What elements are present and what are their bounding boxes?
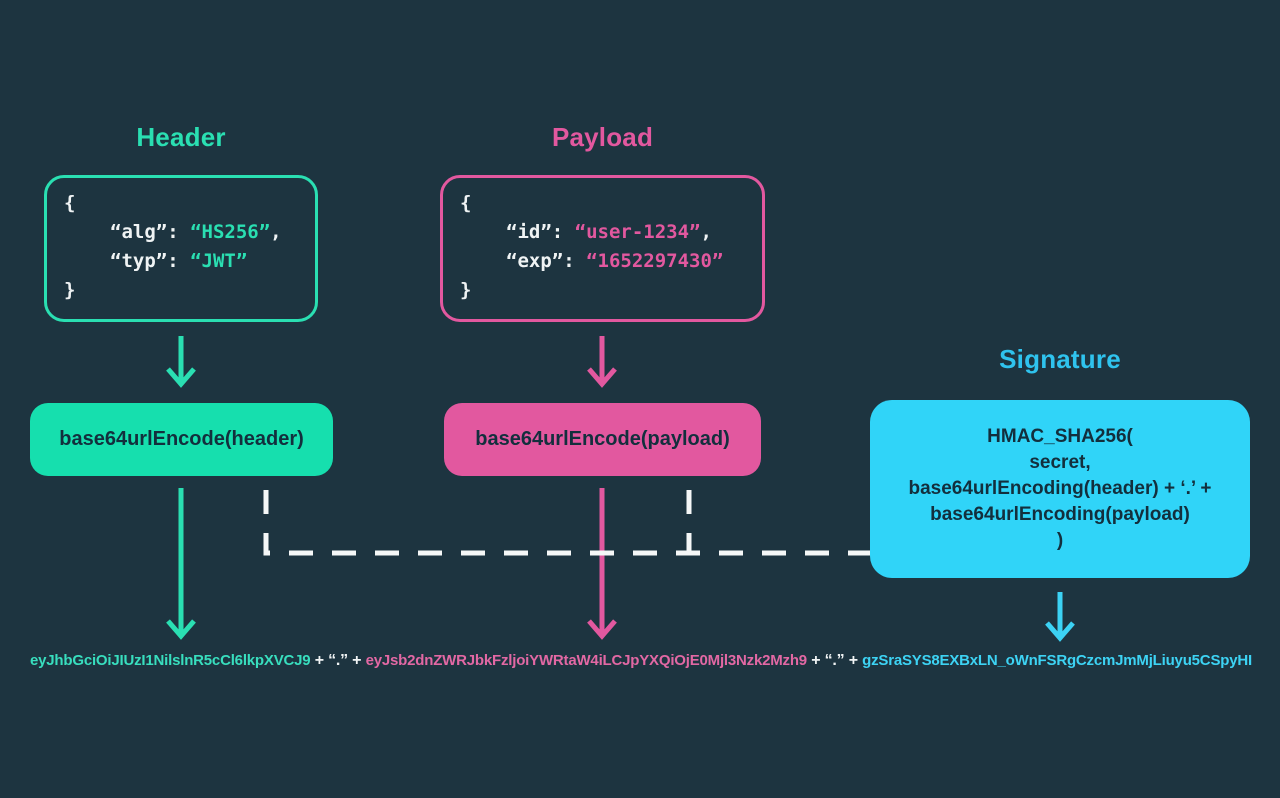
signature-section-title: Signature [999, 344, 1121, 374]
hmac-line-4: base64urlEncoding(payload) [930, 504, 1190, 525]
base64-encode-payload-label: base64urlEncode(payload) [475, 428, 730, 450]
header-section-title: Header [136, 122, 226, 152]
payload-id-line: “id”: “user-1234”, [506, 221, 712, 243]
header-json-box: { “alg”: “HS256”, “typ”: “JWT” } [44, 175, 318, 322]
encoded-jwt-token-row: eyJhbGciOiJIUzI1NilslnR5cCl6lkpXVCJ9 + “… [30, 652, 1252, 670]
token-signature-part: gzSraSYS8EXBxLN_oWnFSRgCzcmJmMjLiuyu5CSp… [862, 652, 1252, 669]
payload-json-box: { “id”: “user-1234”, “exp”: “1652297430”… [440, 175, 765, 322]
signature-arrow-icon [1045, 592, 1075, 642]
header-alg-line: “alg”: “HS256”, [110, 221, 282, 243]
header-open-brace: { [64, 192, 76, 214]
token-payload-part: eyJsb2dnZWRJbkFzljoiYWRtaW4iLCJpYXQiOjE0… [365, 652, 808, 669]
signature-hmac-box: HMAC_SHA256( secret, base64urlEncoding(h… [870, 400, 1250, 578]
payload-to-encode-arrow-icon [587, 336, 617, 388]
hmac-line-5: ) [1056, 530, 1064, 551]
payload-open-brace: { [460, 192, 472, 214]
payload-exp-line: “exp”: “1652297430” [506, 250, 724, 272]
token-header-part: eyJhbGciOiJIUzI1NilslnR5cCl6lkpXVCJ9 [30, 652, 311, 669]
dashed-connector-lines [263, 490, 870, 556]
encoded-header-arrow-icon [166, 488, 196, 640]
header-close-brace: } [64, 279, 76, 301]
hmac-line-1: HMAC_SHA256( [987, 426, 1133, 447]
encoded-payload-arrow-icon [587, 488, 617, 640]
base64-encode-header-box: base64urlEncode(header) [30, 403, 333, 476]
payload-section-title: Payload [551, 122, 654, 152]
hmac-line-2: secret, [1029, 452, 1091, 473]
header-to-encode-arrow-icon [166, 336, 196, 388]
token-dot-separator-2: + “.” + [811, 652, 858, 669]
header-typ-line: “typ”: “JWT” [110, 250, 248, 272]
base64-encode-payload-box: base64urlEncode(payload) [444, 403, 761, 476]
hmac-line-3: base64urlEncoding(header) + ‘.’ + [908, 478, 1212, 499]
payload-close-brace: } [460, 279, 472, 301]
token-dot-separator-1: + “.” + [314, 652, 362, 669]
base64-encode-header-label: base64urlEncode(header) [59, 428, 304, 450]
